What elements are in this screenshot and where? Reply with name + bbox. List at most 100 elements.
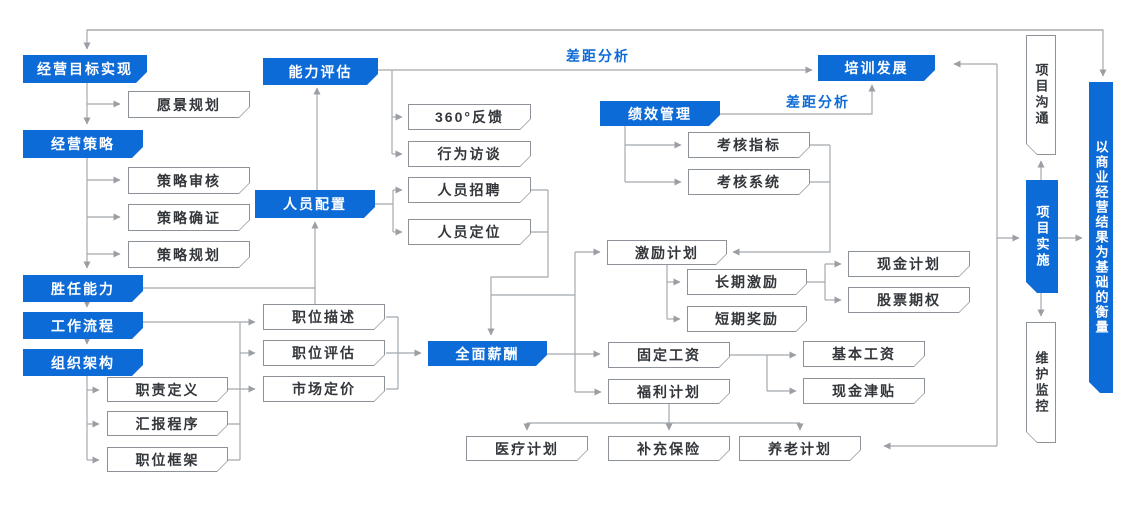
box-fill [409, 220, 530, 244]
node-cash-plan: 现金计划 [848, 251, 970, 277]
node-business-goal-label: 经营目标实现 [37, 61, 133, 77]
node-strategy-planning-label: 策略规划 [157, 246, 221, 263]
node-competency: 胜任能力 [23, 275, 143, 302]
node-responsibility-definition: 职责定义 [107, 377, 228, 402]
node-org-structure: 组织架构 [23, 349, 143, 376]
node-performance-mgmt: 绩效管理 [600, 101, 720, 126]
node-vision-planning: 愿景规划 [128, 91, 250, 118]
node-maintenance-monitoring-label: 维护监控 [1033, 350, 1049, 415]
node-pension-plan: 养老计划 [739, 436, 861, 461]
node-market-pricing-label: 市场定价 [292, 381, 356, 397]
connector [720, 84, 876, 115]
node-benefit-plan-label: 福利计划 [637, 383, 701, 400]
node-cash-allowance-label: 现金津贴 [832, 383, 896, 399]
node-behavioral-interview-label: 行为访谈 [437, 146, 502, 162]
node-business-strategy-label: 经营策略 [51, 136, 115, 152]
connector [732, 145, 831, 256]
box-fill [689, 133, 809, 157]
node-reporting-procedure: 汇报程序 [107, 411, 228, 436]
node-fixed-salary: 固定工资 [608, 342, 730, 368]
node-fixed-salary-label: 固定工资 [637, 347, 701, 363]
node-cash-plan-label: 现金计划 [877, 256, 941, 272]
box-fill [129, 205, 249, 230]
node-short-term-reward: 短期奖励 [687, 306, 807, 332]
node-total-compensation: 全面薪酬 [428, 341, 547, 366]
box-fill [108, 378, 227, 401]
node-base-salary-label: 基本工资 [832, 346, 896, 362]
connectors [83, 29, 1107, 464]
box-fill [688, 270, 806, 294]
box-fill [409, 142, 530, 166]
node-business-results-measure-label: 以商业经营结果为基础的衡量 [1093, 140, 1109, 335]
node-strategy-validation-label: 策略确证 [157, 209, 221, 226]
node-personnel-positioning-label: 人员定位 [437, 224, 502, 240]
node-strategy-review-label: 策略审核 [157, 172, 221, 189]
box-fill [108, 448, 227, 471]
box-fill [609, 343, 729, 367]
node-cash-allowance: 现金津贴 [803, 378, 925, 404]
node-long-term-incentive: 长期激励 [687, 269, 807, 295]
node-training-development: 培训发展 [818, 55, 935, 81]
box-fill [740, 437, 860, 460]
node-job-description-label: 职位描述 [292, 309, 356, 325]
node-supplementary-insurance-label: 补充保险 [637, 440, 701, 457]
box-fill [409, 178, 530, 202]
node-competency-label: 胜任能力 [51, 280, 115, 297]
node-project-implementation: 项目实施 [1026, 180, 1058, 293]
connector [86, 64, 998, 461]
node-market-pricing: 市场定价 [263, 376, 385, 402]
node-assessment-system: 考核系统 [688, 169, 810, 195]
box-fill [688, 307, 806, 331]
box-fill [1027, 323, 1055, 442]
node-project-communication-label: 项目沟通 [1033, 63, 1049, 127]
node-position-framework: 职位框架 [107, 447, 228, 472]
box-fill [609, 380, 729, 403]
node-base-salary: 基本工资 [803, 341, 925, 367]
node-supplementary-insurance: 补充保险 [608, 436, 730, 461]
node-capability-assessment: 能力评估 [263, 58, 378, 85]
box-fill [849, 288, 969, 312]
node-assessment-indicators: 考核指标 [688, 132, 810, 158]
node-maintenance-monitoring: 维护监控 [1026, 322, 1056, 443]
node-behavioral-interview: 行为访谈 [408, 141, 531, 167]
edge-label-gap-analysis-right: 差距分析 [786, 94, 850, 110]
node-project-communication: 项目沟通 [1026, 35, 1056, 155]
box-fill [129, 92, 249, 117]
box-fill [804, 379, 924, 403]
node-stock-options-label: 股票期权 [877, 292, 941, 308]
node-short-term-reward-label: 短期奖励 [715, 311, 779, 327]
box-fill [467, 437, 587, 460]
connector [487, 190, 549, 336]
node-strategy-planning: 策略规划 [128, 241, 250, 268]
box-fill [608, 241, 726, 264]
connector [87, 29, 1107, 77]
box-fill [689, 170, 809, 194]
node-reporting-procedure-label: 汇报程序 [135, 415, 200, 432]
node-project-implementation-label: 项目实施 [1034, 204, 1050, 269]
node-medical-plan-label: 医疗计划 [495, 440, 559, 457]
node-job-evaluation: 职位评估 [263, 340, 385, 366]
node-long-term-incentive-label: 长期激励 [715, 274, 779, 290]
box-fill [129, 168, 249, 193]
node-business-goal: 经营目标实现 [23, 55, 147, 83]
edge-label-gap-analysis-top: 差距分析 [566, 48, 630, 64]
box-fill [804, 342, 924, 366]
node-assessment-indicators-label: 考核指标 [717, 137, 781, 153]
box-fill [129, 242, 249, 267]
box-fill [108, 412, 227, 435]
node-stock-options: 股票期权 [848, 287, 970, 313]
node-staffing: 人员配置 [255, 190, 375, 218]
node-recruitment: 人员招聘 [408, 177, 531, 203]
node-incentive-plan-label: 激励计划 [635, 244, 699, 261]
node-staffing-label: 人员配置 [283, 196, 347, 212]
node-job-evaluation-label: 职位评估 [292, 345, 356, 361]
node-vision-planning-label: 愿景规划 [157, 96, 221, 113]
node-org-structure-label: 组织架构 [51, 354, 115, 371]
node-performance-mgmt-label: 绩效管理 [628, 105, 692, 122]
box-fill [409, 105, 530, 129]
node-personnel-positioning: 人员定位 [408, 219, 531, 245]
node-training-development-label: 培训发展 [844, 60, 909, 76]
node-assessment-system-label: 考核系统 [717, 174, 781, 190]
box-fill [264, 341, 384, 365]
